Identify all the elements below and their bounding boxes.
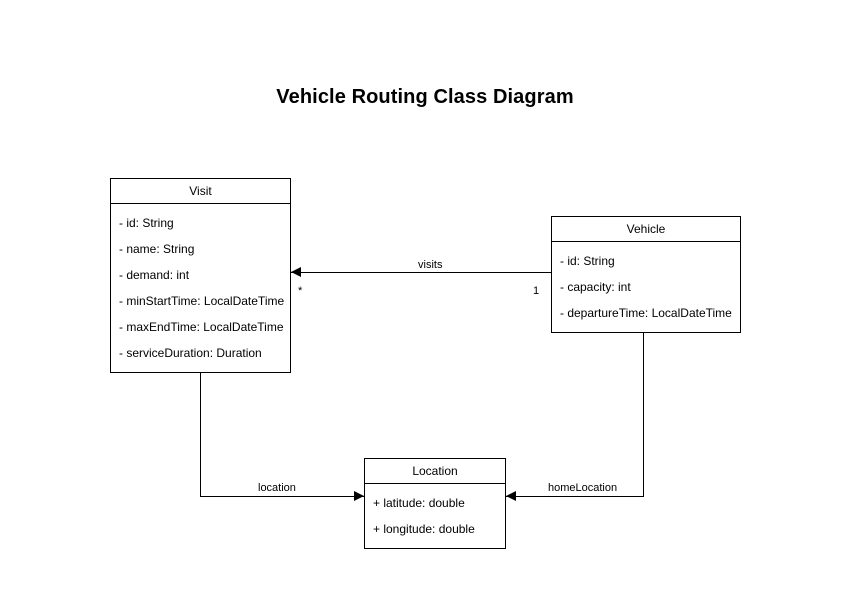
class-name-visit: Visit xyxy=(111,179,290,204)
attribute-row: - minStartTime: LocalDateTime xyxy=(119,294,285,308)
attribute-row: + longitude: double xyxy=(373,522,475,536)
attribute-row: - maxEndTime: LocalDateTime xyxy=(119,320,284,334)
edge-homelocation-vertical xyxy=(643,322,644,497)
attribute-row: - name: String xyxy=(119,242,195,256)
arrowhead-location-icon xyxy=(354,491,364,501)
edge-homelocation-horizontal xyxy=(506,496,644,497)
edge-visits-line xyxy=(291,272,551,273)
multiplicity-visits-source: 1 xyxy=(533,285,540,297)
attribute-row: + latitude: double xyxy=(373,496,465,510)
class-attributes-vehicle: - id: String - capacity: int - departure… xyxy=(552,242,740,332)
edge-label-visits: visits xyxy=(415,259,446,271)
edge-location-vertical xyxy=(200,361,201,497)
multiplicity-visits-target: * xyxy=(298,285,303,297)
class-box-location[interactable]: Location + latitude: double + longitude:… xyxy=(364,458,506,549)
page-title: Vehicle Routing Class Diagram xyxy=(276,86,574,108)
edge-location-horizontal xyxy=(200,496,364,497)
edge-label-location: location xyxy=(255,482,299,494)
arrowhead-visits-icon xyxy=(291,267,301,277)
class-box-visit[interactable]: Visit - id: String - name: String - dema… xyxy=(110,178,291,373)
class-box-vehicle[interactable]: Vehicle - id: String - capacity: int - d… xyxy=(551,216,741,333)
attribute-row: - departureTime: LocalDateTime xyxy=(560,306,732,320)
class-attributes-location: + latitude: double + longitude: double xyxy=(365,484,505,548)
class-name-vehicle: Vehicle xyxy=(552,217,740,242)
arrowhead-homelocation-icon xyxy=(506,491,516,501)
class-name-location: Location xyxy=(365,459,505,484)
attribute-row: - serviceDuration: Duration xyxy=(119,346,262,360)
attribute-row: - capacity: int xyxy=(560,280,631,294)
edge-label-homelocation: homeLocation xyxy=(545,482,621,494)
class-attributes-visit: - id: String - name: String - demand: in… xyxy=(111,204,290,372)
attribute-row: - id: String xyxy=(560,254,615,268)
attribute-row: - id: String xyxy=(119,216,174,230)
attribute-row: - demand: int xyxy=(119,268,190,282)
